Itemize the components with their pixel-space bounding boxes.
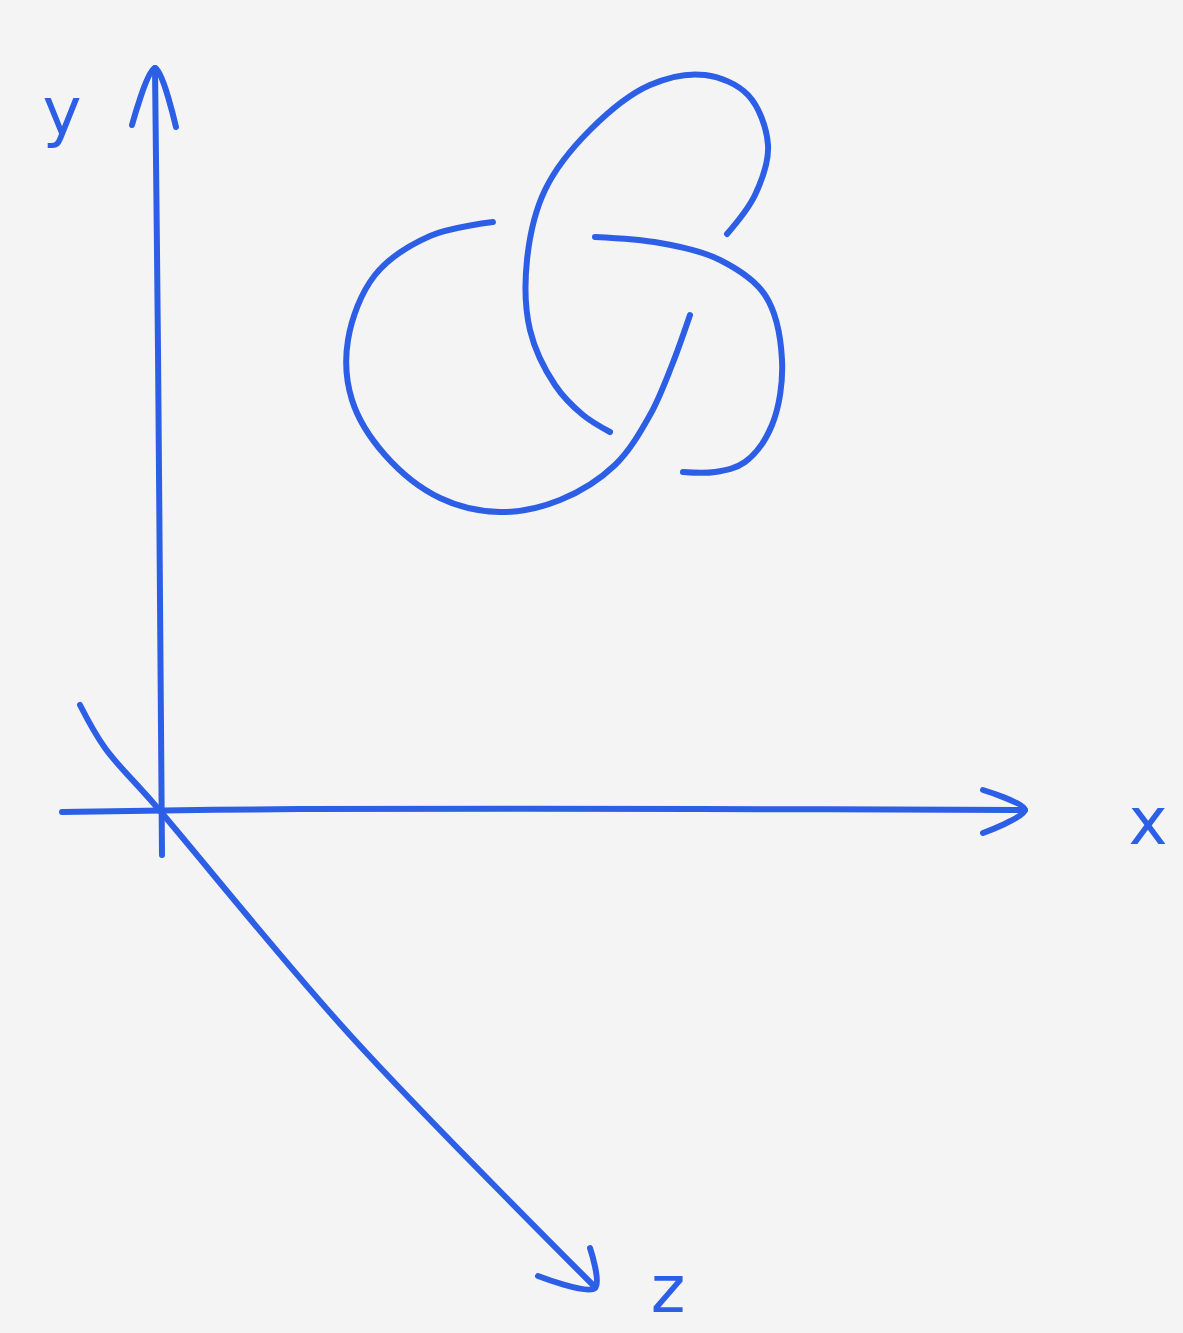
- y-axis: [155, 68, 162, 855]
- axis-label: y: [42, 79, 81, 145]
- z-axis: [80, 705, 595, 1287]
- knot-strand: [526, 74, 769, 432]
- knot-strand: [346, 222, 690, 512]
- trefoil-knot: [346, 74, 782, 512]
- y-arrowhead: [132, 68, 176, 127]
- axes: [62, 68, 1025, 1290]
- x-arrowhead: [983, 790, 1025, 833]
- axis-label: x: [1128, 789, 1167, 855]
- axis-label: z: [651, 1257, 686, 1323]
- z-arrowhead: [538, 1248, 597, 1290]
- x-axis: [62, 809, 1025, 812]
- knot-strand: [595, 237, 782, 473]
